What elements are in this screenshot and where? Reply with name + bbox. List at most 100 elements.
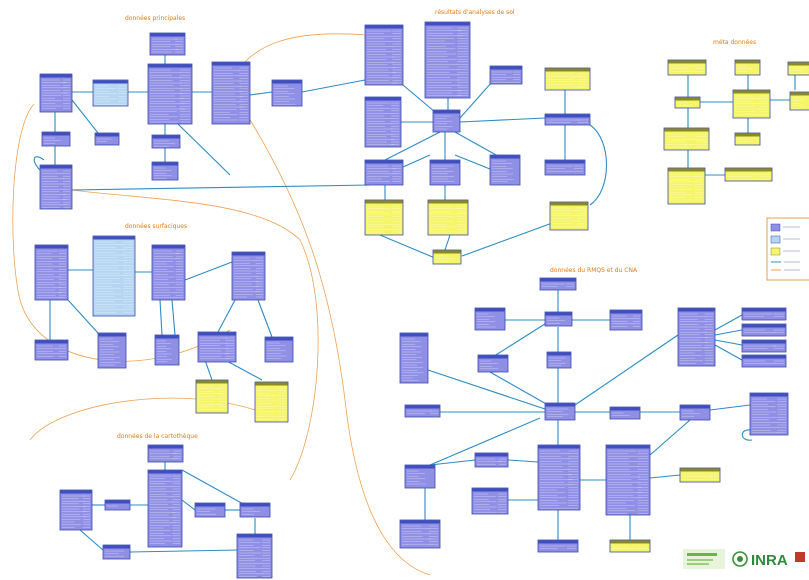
entity-table[interactable] <box>94 132 120 146</box>
relationship-lines <box>33 55 796 553</box>
entity-table[interactable] <box>787 61 809 76</box>
entity-table[interactable] <box>197 331 237 363</box>
entity-table[interactable] <box>404 404 441 418</box>
entity-table[interactable] <box>147 469 183 548</box>
entity-table[interactable] <box>41 131 71 147</box>
entity-table[interactable] <box>609 309 643 331</box>
entity-table[interactable] <box>732 89 771 119</box>
entity-table[interactable] <box>667 167 706 205</box>
entity-table[interactable] <box>544 402 576 421</box>
entity-table[interactable] <box>364 199 404 236</box>
entity-table[interactable] <box>364 159 404 186</box>
entity-table[interactable] <box>236 533 273 579</box>
entity-table[interactable] <box>97 332 127 369</box>
entity-table[interactable] <box>404 464 436 489</box>
group-label-profils: données du RMQS et du CNA <box>550 267 638 274</box>
entity-table[interactable] <box>741 339 787 353</box>
entity-table[interactable] <box>399 332 429 384</box>
entity-table[interactable] <box>539 277 577 291</box>
legend <box>766 217 809 281</box>
entity-table[interactable] <box>151 244 186 301</box>
entity-table[interactable] <box>474 307 506 331</box>
entity-table[interactable] <box>149 32 186 56</box>
group-label-principales: données principales <box>125 15 185 22</box>
entity-table[interactable] <box>231 251 266 301</box>
entity-table[interactable] <box>489 154 521 186</box>
secondary-logo-mark <box>795 552 805 562</box>
entity-table[interactable] <box>92 235 136 317</box>
entity-table[interactable] <box>195 379 229 414</box>
entity-table[interactable] <box>674 96 701 109</box>
entity-table[interactable] <box>147 63 193 125</box>
entity-table[interactable] <box>677 307 716 367</box>
entity-table[interactable] <box>605 444 651 516</box>
entity-table[interactable] <box>364 96 402 148</box>
entity-table[interactable] <box>544 159 586 176</box>
entity-table[interactable] <box>59 489 93 531</box>
entity-table[interactable] <box>546 351 572 369</box>
group-label-meta: méta données <box>713 39 756 46</box>
entity-table[interactable] <box>399 519 441 549</box>
entity-table[interactable] <box>271 79 303 107</box>
group-label-carto: données de la cartothèque <box>117 433 198 440</box>
entity-table[interactable] <box>147 444 184 463</box>
legend-swatch-meta <box>770 247 781 256</box>
entity-table[interactable] <box>34 339 69 361</box>
entity-table[interactable] <box>102 544 131 560</box>
entity-table[interactable] <box>194 502 226 518</box>
entity-table[interactable] <box>544 113 591 126</box>
entity-table[interactable] <box>39 73 73 113</box>
entity-table[interactable] <box>549 201 589 231</box>
entity-table[interactable] <box>679 467 721 483</box>
entity-table[interactable] <box>471 487 509 515</box>
inra-logo: INRA <box>751 552 788 569</box>
entity-table[interactable] <box>679 404 711 421</box>
entity-table[interactable] <box>749 392 789 436</box>
entity-table[interactable] <box>364 24 404 86</box>
entity-table[interactable] <box>741 323 787 337</box>
entity-table[interactable] <box>544 67 591 91</box>
zone-top-arc <box>231 33 366 83</box>
entity-table[interactable] <box>724 167 773 182</box>
zone-carto <box>29 397 281 441</box>
entity-table[interactable] <box>489 65 523 85</box>
legend-swatch-ref <box>770 235 781 244</box>
entity-table[interactable] <box>544 311 573 327</box>
entity-table[interactable] <box>734 59 761 76</box>
entity-table[interactable] <box>427 199 469 236</box>
entity-table[interactable] <box>609 539 651 553</box>
inra-logo-mark <box>732 551 748 567</box>
entity-table[interactable] <box>734 132 761 146</box>
entity-table[interactable] <box>432 249 462 265</box>
footer-logos: INRA <box>683 549 805 569</box>
entity-table[interactable] <box>211 61 251 125</box>
entity-table[interactable] <box>34 244 69 301</box>
entity-table[interactable] <box>104 499 131 511</box>
group-label-surfaciques: données surfaciques <box>125 223 187 230</box>
entity-table[interactable] <box>92 79 129 107</box>
entity-table[interactable] <box>264 336 294 363</box>
entity-table[interactable] <box>741 307 787 321</box>
entity-table[interactable] <box>537 444 581 511</box>
entity-table[interactable] <box>424 21 471 99</box>
entity-table[interactable] <box>474 452 509 468</box>
entity-table[interactable] <box>609 406 641 420</box>
entity-table[interactable] <box>254 381 289 423</box>
entity-table[interactable] <box>741 354 787 368</box>
entity-table[interactable] <box>537 539 579 553</box>
entity-table[interactable] <box>667 59 707 76</box>
entity-table[interactable] <box>154 334 180 366</box>
entity-table[interactable] <box>789 91 809 111</box>
group-label-resultats-sol: résultats d'analyses de sol <box>435 9 515 16</box>
entity-table[interactable] <box>151 134 181 149</box>
entity-table[interactable] <box>39 164 73 210</box>
entity-table[interactable] <box>239 502 271 518</box>
entity-table[interactable] <box>477 354 509 373</box>
entity-table[interactable] <box>663 127 710 151</box>
entity-table[interactable] <box>432 109 461 133</box>
entity-table[interactable] <box>429 159 461 186</box>
entity-table[interactable] <box>151 161 179 181</box>
zone-lower-loop <box>71 189 319 481</box>
entity-tables <box>34 21 809 579</box>
